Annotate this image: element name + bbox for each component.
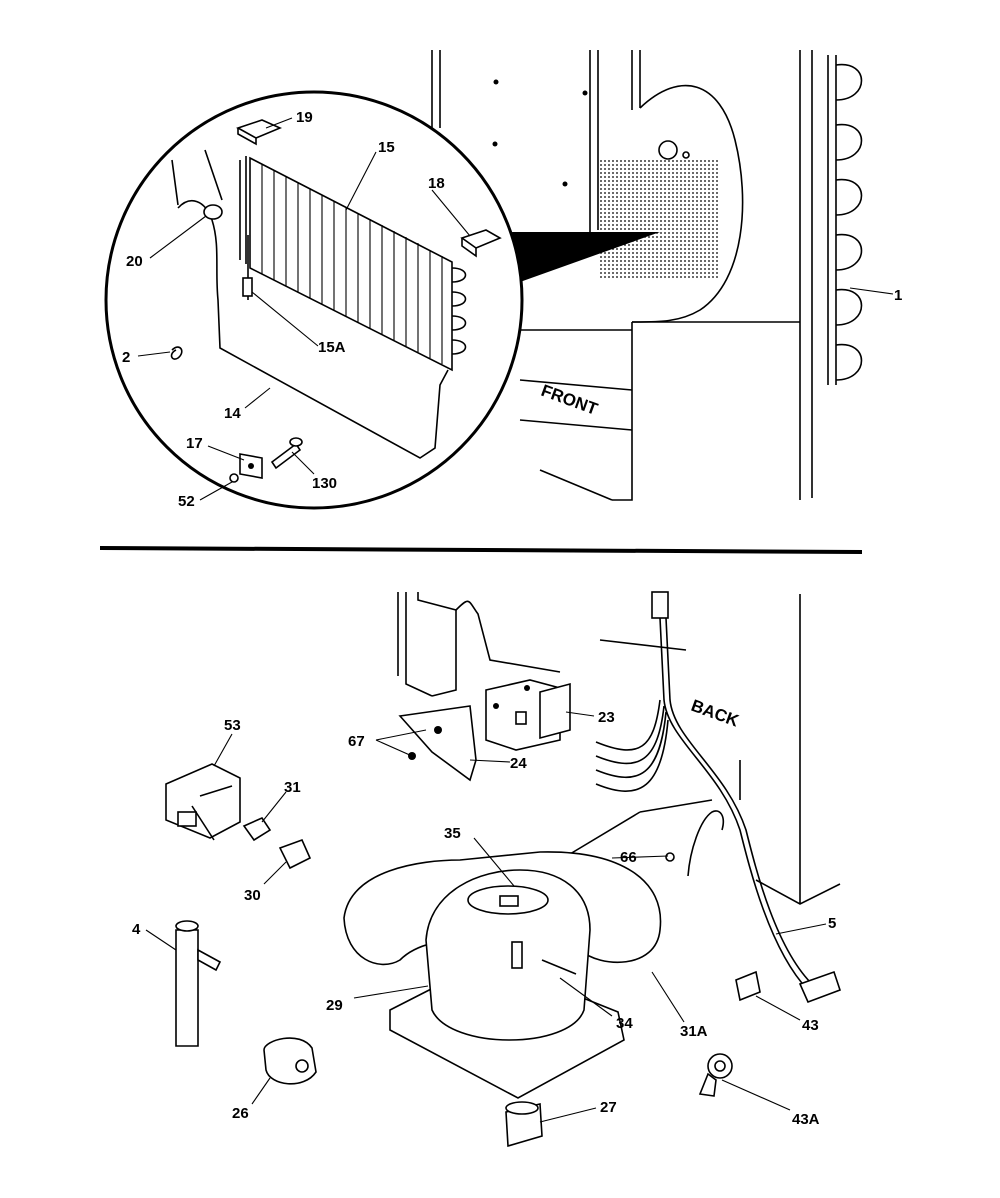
- label-53: 53: [224, 717, 241, 734]
- overload: [278, 838, 312, 870]
- label-5: 5: [828, 915, 836, 932]
- defrost-heater: [177, 200, 449, 459]
- label-130: 130: [312, 475, 337, 492]
- part-43-shape: [735, 970, 761, 1002]
- label-15: 15: [378, 139, 395, 156]
- label-20: 20: [126, 253, 143, 270]
- filter-drier: [175, 929, 199, 1047]
- label-2: 2: [122, 349, 130, 366]
- label-35: 35: [444, 825, 461, 842]
- label-27: 27: [600, 1099, 617, 1116]
- part-labels: 19 15 18 20 2 15A 14 17 130 52 1 53 67 2…: [122, 109, 902, 1128]
- label-4: 4: [132, 921, 141, 938]
- label-17: 17: [186, 435, 203, 452]
- bottom-leaders: [145, 711, 827, 1123]
- top-cabinet: [431, 50, 863, 501]
- label-26: 26: [232, 1105, 249, 1122]
- label-31a: 31A: [680, 1023, 708, 1040]
- label-66: 66: [620, 849, 637, 866]
- label-24: 24: [510, 755, 527, 772]
- part-130-shape: [270, 442, 302, 470]
- part-18-shape: [460, 229, 502, 249]
- part-52-shape: [229, 473, 239, 483]
- label-67: 67: [348, 733, 365, 750]
- label-29: 29: [326, 997, 343, 1014]
- back-text: BACK: [689, 696, 742, 731]
- part-31-shape: [242, 816, 272, 842]
- part-66-shape: [665, 852, 675, 862]
- defrost-timer: [485, 679, 571, 751]
- label-31: 31: [284, 779, 301, 796]
- label-19: 19: [296, 109, 313, 126]
- heater-wires: [171, 149, 223, 206]
- label-1: 1: [894, 287, 902, 304]
- label-34: 34: [616, 1015, 633, 1032]
- label-30: 30: [244, 887, 261, 904]
- label-52: 52: [178, 493, 195, 510]
- evaporator-coil: [239, 156, 467, 372]
- sensor-body: [242, 277, 253, 297]
- compressor: [343, 851, 662, 1099]
- ground-wire: [687, 810, 725, 877]
- label-43a: 43A: [792, 1111, 820, 1128]
- label-14: 14: [224, 405, 241, 422]
- label-43: 43: [802, 1017, 819, 1034]
- part-2-shape: [170, 346, 183, 360]
- fuse-bulb: [203, 204, 223, 220]
- section-divider: [99, 546, 863, 554]
- power-cord: [595, 591, 842, 1004]
- label-15a: 15A: [318, 339, 346, 356]
- part-26-shape: [263, 1037, 317, 1085]
- timer-bracket: [398, 705, 477, 782]
- label-18: 18: [428, 175, 445, 192]
- label-23: 23: [598, 709, 615, 726]
- part-19-shape: [236, 119, 283, 139]
- top-leaders: [137, 117, 894, 501]
- bottom-cabinet: [397, 592, 841, 905]
- relay: [165, 763, 241, 841]
